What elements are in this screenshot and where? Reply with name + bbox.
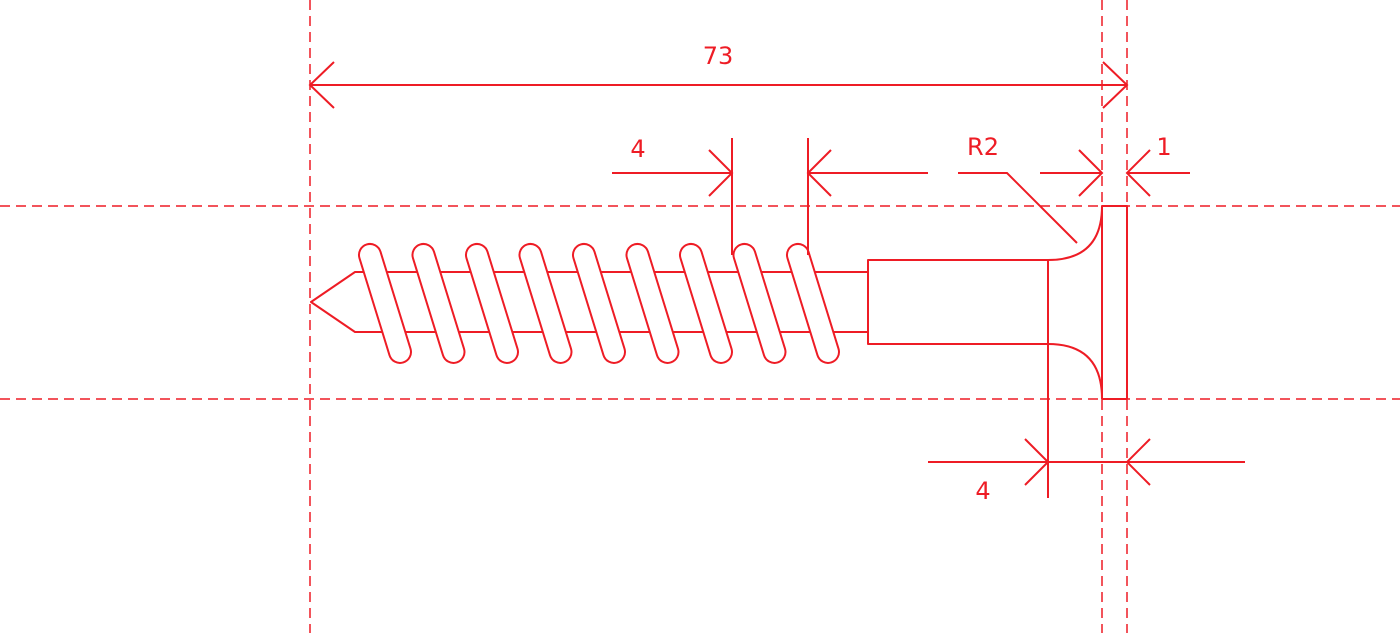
head-offset-dimension [928, 344, 1245, 498]
head-fillet-bottom [1047, 343, 1103, 400]
thread-coil [732, 242, 787, 364]
head-offset-arrow-right [1125, 438, 1151, 486]
thread-pitch-label: 4 [630, 135, 645, 163]
thread-coil [518, 242, 573, 364]
head-radius-label: R2 [967, 133, 999, 161]
thread-coil [785, 242, 840, 364]
thread-coil [464, 242, 519, 364]
head-thickness-arrow-right [1125, 149, 1151, 197]
thread-pitch-arrow-left [708, 149, 734, 197]
head-thickness-label: 1 [1156, 133, 1171, 161]
head-thickness-arrow-left [1078, 149, 1104, 197]
head-thickness-dimension [1040, 149, 1190, 197]
thread-coil [411, 242, 466, 364]
thread-coil [678, 242, 733, 364]
overall-length-arrow-right [1102, 61, 1129, 109]
head-radius-leader [958, 172, 1078, 244]
head-radius-leader-line [958, 172, 1078, 244]
thread-pitch-dimension [612, 138, 928, 255]
thread-pitch-arrow-right [806, 149, 832, 197]
head-offset-arrow-left [1024, 438, 1050, 486]
screw-head-plate [1101, 205, 1128, 400]
thread-coils [357, 242, 840, 364]
overall-length-arrow-left [308, 61, 335, 109]
head-fillet-top [1047, 205, 1103, 261]
overall-length-dimension [308, 61, 1129, 109]
thread-coil [625, 242, 680, 364]
thread-coil [571, 242, 626, 364]
thread-coil [357, 242, 412, 364]
overall-length-label: 73 [703, 42, 734, 70]
screw-shank [867, 259, 1049, 345]
head-offset-label: 4 [975, 477, 990, 505]
